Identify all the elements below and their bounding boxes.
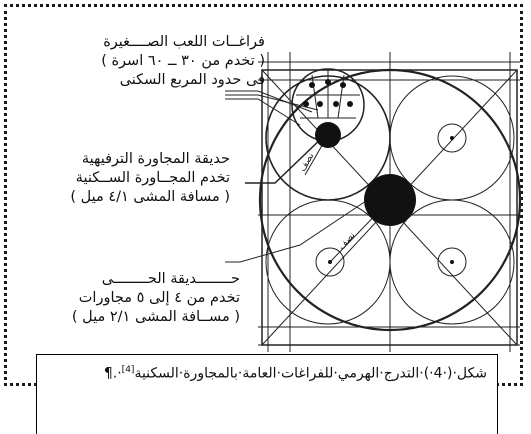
leader-line [225, 98, 301, 126]
leader-line [225, 194, 376, 263]
caption-text: شكل·(·4·)·التدرج·الهرمي·للفراغات·العامة·… [134, 365, 487, 382]
play-dot [347, 101, 353, 107]
inner-circle [437, 247, 467, 277]
play-dot [325, 79, 331, 85]
center-dot [450, 260, 454, 264]
neighborhood-circle [389, 199, 515, 325]
recreational-park-distance: ( مسافة المشى ٤/١ ميل ) [70, 189, 230, 205]
play-spaces-scope: فى حدود المربع السكنى [119, 72, 265, 88]
radius-label: نصف [298, 151, 316, 173]
play-dot [309, 82, 315, 88]
play-dot [340, 82, 346, 88]
district-park-circle [364, 174, 416, 226]
district-park-capacity: تخدم من ٤ إلى ٥ مجاورات [78, 290, 240, 306]
recreational-park-circle [315, 122, 341, 148]
play-dot [333, 101, 339, 107]
inner-circle [437, 123, 467, 153]
inner-circle [315, 247, 345, 277]
leader-line [225, 90, 313, 113]
play-spaces-label: فراغــات اللعب الصــــغيرة ( تخدم من ٣٠ … [40, 33, 265, 90]
recreational-park-label: حديقة المجاورة الترفيهية تخدم المجــاورة… [40, 150, 230, 207]
district-circle [258, 68, 522, 332]
play-spaces-title: فراغــات اللعب الصــــغيرة [103, 34, 265, 50]
center-dot [328, 260, 332, 264]
radius-label: نصف [337, 231, 358, 252]
recreational-park-title: حديقة المجاورة الترفيهية [81, 151, 230, 167]
center-dot [450, 136, 454, 140]
figure-caption: شكل·(·4·)·التدرج·الهرمي·للفراغات·العامة·… [104, 365, 487, 382]
caption-tail: ·.¶ [103, 365, 122, 382]
leader-line [245, 134, 326, 184]
leader-line [225, 94, 319, 111]
caption-reference: [4] [121, 365, 135, 375]
district-park-distance: ( مســافة المشى ٢/١ ميل ) [71, 309, 240, 325]
play-spaces-capacity: ( تخدم من ٣٠ ــ ٦٠ اسرة ) [101, 53, 265, 69]
caption-box: شكل·(·4·)·التدرج·الهرمي·للفراغات·العامة·… [36, 354, 498, 434]
play-dot [303, 101, 309, 107]
recreational-park-capacity: تخدم المجــاورة الســكنية [75, 170, 230, 186]
district-park-label: حــــــــديقة الحــــــــى تخدم من ٤ إلى… [40, 270, 240, 327]
district-park-title: حــــــــديقة الحــــــــى [101, 271, 240, 287]
fan-line [311, 74, 319, 119]
play-dot [317, 101, 323, 107]
